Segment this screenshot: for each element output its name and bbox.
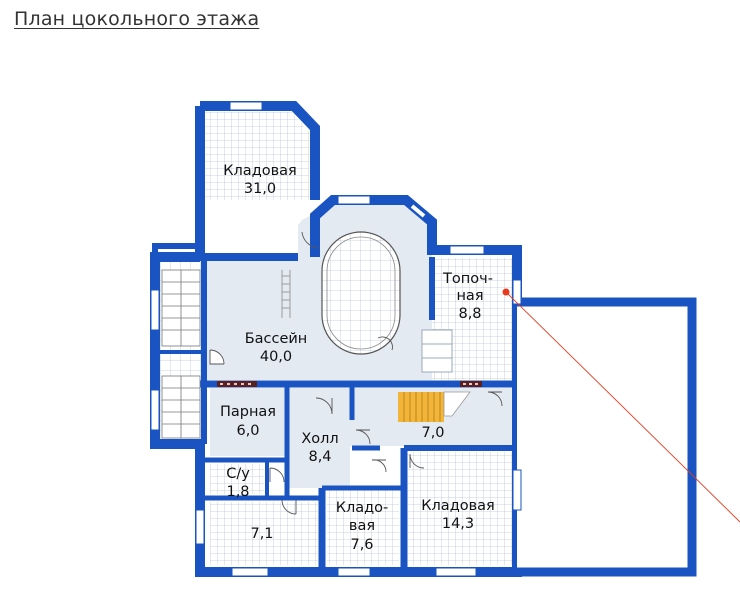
left-stairs — [161, 269, 201, 439]
label-boiler-name-1: Топоч- — [442, 271, 493, 287]
room-wc — [210, 464, 264, 494]
label-storage2-area: 7,6 — [350, 537, 373, 553]
room-hall — [288, 388, 350, 488]
label-boiler-name-2: ная — [456, 288, 483, 304]
label-storage3-area: 14,3 — [442, 516, 474, 532]
pointer-dot — [502, 288, 510, 296]
label-boiler-area: 8,8 — [458, 306, 481, 322]
label-sauna-area: 6,0 — [236, 423, 259, 439]
label-storage1-name: Кладовая — [223, 163, 297, 179]
label-room71-area: 7,1 — [250, 526, 273, 542]
windows — [150, 101, 522, 577]
main-stairs — [398, 391, 471, 422]
pointer-line — [505, 291, 740, 523]
label-stairs-area: 7,0 — [421, 425, 444, 441]
terrace-outline — [517, 297, 697, 577]
shower-tray — [421, 329, 453, 373]
plan-title: План цокольного этажа — [14, 8, 260, 30]
room-sauna — [210, 388, 286, 456]
label-storage3-name: Кладовая — [421, 498, 495, 514]
room-storage-76 — [327, 488, 399, 565]
label-pool-area: 40,0 — [260, 349, 292, 365]
room-storage-31 — [205, 112, 309, 200]
pool-steps — [281, 270, 291, 318]
pool-basin — [321, 231, 401, 355]
label-storage1-area: 31,0 — [244, 181, 276, 197]
label-storage2-name-1: Кладо- — [336, 500, 389, 516]
room-71 — [210, 502, 318, 565]
label-wc-area: 1,8 — [226, 484, 249, 500]
label-storage2-name-2: вая — [349, 518, 375, 534]
radiators — [217, 381, 482, 387]
label-pool-name: Бассейн — [245, 331, 308, 347]
room-storage-143 — [408, 452, 512, 565]
label-hall-name: Холл — [301, 431, 338, 447]
doors — [209, 231, 503, 515]
label-wc-name: С/у — [226, 466, 250, 482]
label-hall-area: 8,4 — [308, 449, 331, 465]
label-sauna-name: Парная — [220, 404, 276, 420]
